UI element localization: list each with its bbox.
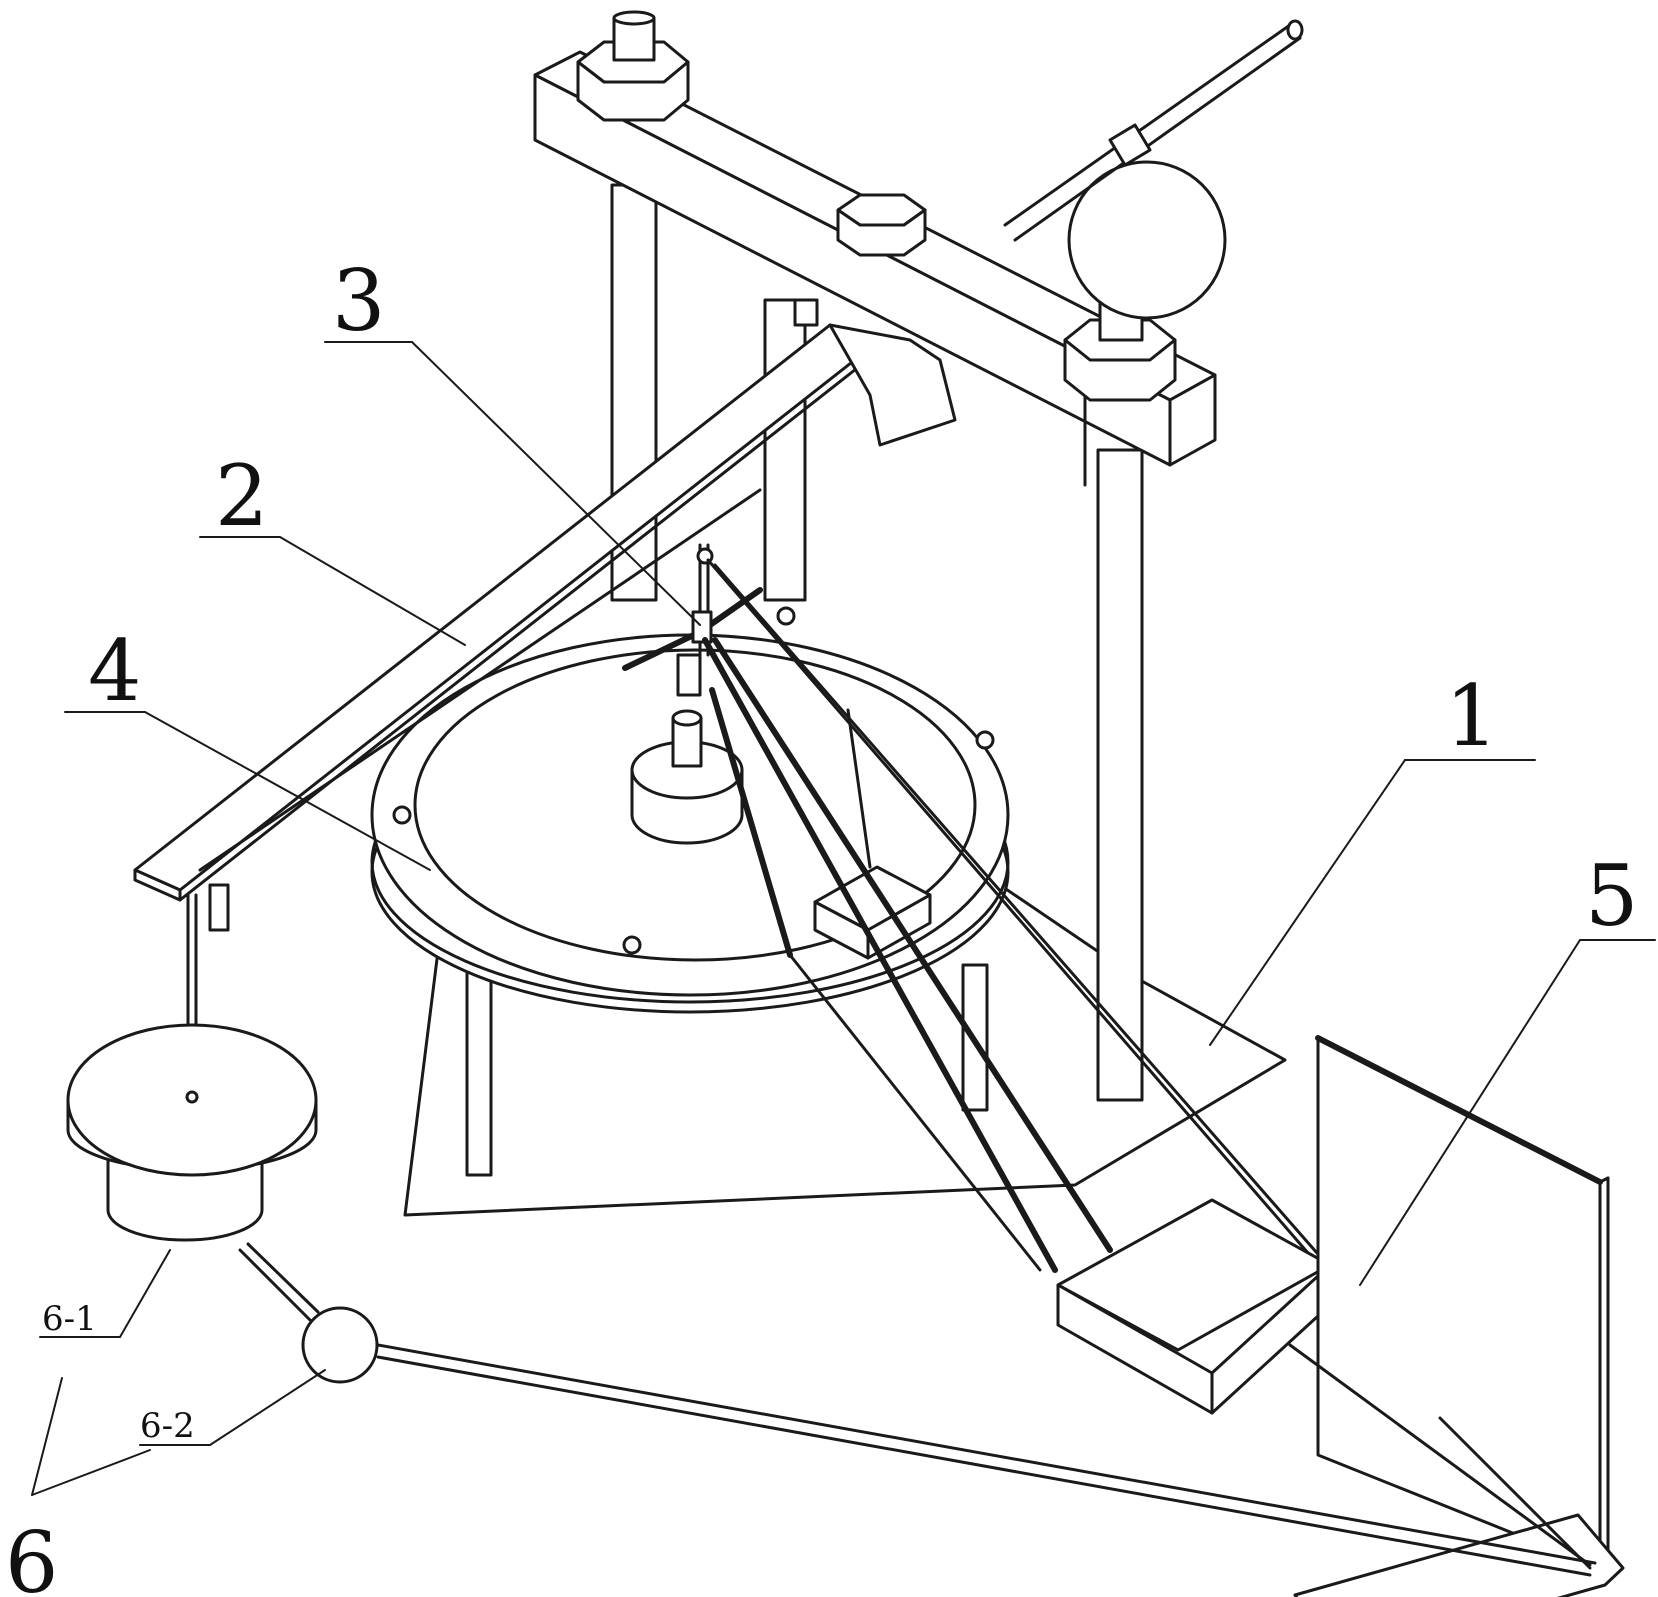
- cantilever-arm: [133, 298, 957, 932]
- leader-lines: [31, 341, 1656, 1496]
- label-6-2: 6-2: [140, 1406, 195, 1446]
- test-device-head: [622, 587, 763, 671]
- upper-sphere: [1003, 19, 1304, 320]
- label-2: 2: [215, 447, 268, 545]
- label-4: 4: [88, 622, 141, 720]
- lower-sphere: [238, 1242, 379, 1384]
- top-hex-nuts: [576, 10, 1177, 402]
- label-6-1: 6-1: [42, 1299, 97, 1339]
- side-panel: [1288, 1035, 1625, 1597]
- base-box: [1056, 1198, 1332, 1415]
- center-weight: [630, 543, 744, 845]
- reference-labels: 3 2 4 1 5 6 6-1 6-2: [5, 252, 1638, 1597]
- floor-rod: [376, 1343, 1597, 1577]
- label-1: 1: [1445, 667, 1498, 765]
- cables: [702, 558, 1347, 1292]
- label-6: 6: [5, 1514, 58, 1597]
- table-legs: [465, 948, 989, 1177]
- frame-columns: [610, 183, 1144, 1102]
- label-3: 3: [332, 252, 385, 350]
- hanging-weight: [66, 893, 318, 1242]
- label-5: 5: [1585, 847, 1638, 945]
